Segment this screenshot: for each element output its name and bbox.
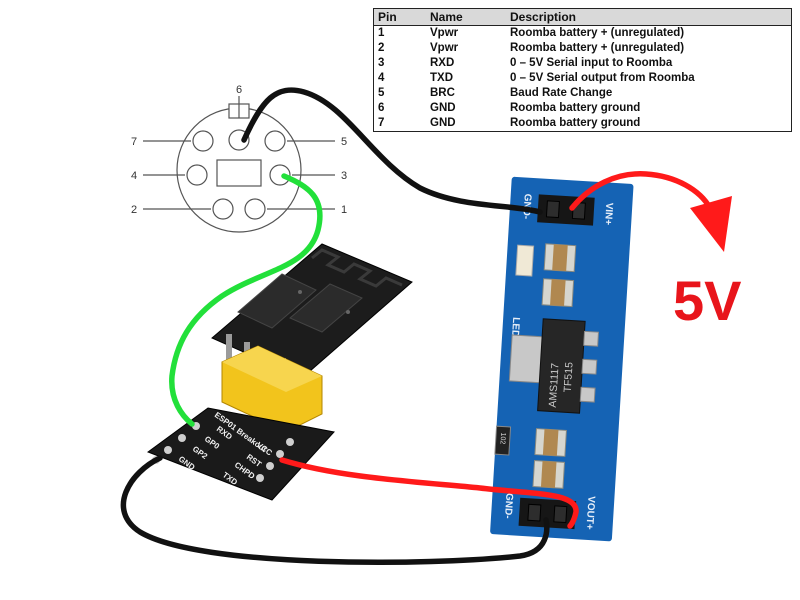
- cell-name: Vpwr: [430, 27, 459, 39]
- wires: [120, 87, 713, 566]
- pin-label-5: 5: [341, 136, 347, 148]
- arrow-head-icon: [690, 196, 732, 252]
- vout-plus-label: VOUT+: [583, 496, 596, 530]
- wire-black-gnd-bottom: [120, 455, 550, 566]
- esp01-antenna-trace: [311, 248, 403, 288]
- breakout-pad: [164, 446, 172, 454]
- connector-pin-2: [212, 198, 234, 220]
- yellow-header-top: [222, 346, 322, 392]
- cell-name: RXD: [430, 57, 455, 69]
- vout-header-pin-vout: [553, 505, 568, 524]
- table-row: 2 Vpwr Roomba battery + (unregulated): [374, 41, 792, 56]
- connector-pin-1: [244, 198, 266, 220]
- header-pin: Pin: [378, 10, 397, 24]
- cell-pin: 2: [378, 42, 385, 54]
- breakout-pad: [178, 434, 186, 442]
- cell-description: Roomba battery ground: [510, 117, 641, 129]
- pin-label-2: 2: [131, 204, 137, 216]
- table-row: 4 TXD 0 – 5V Serial output from Roomba: [374, 71, 792, 86]
- table-row: 1 Vpwr Roomba battery + (unregulated): [374, 26, 792, 42]
- table-row: 3 RXD 0 – 5V Serial input to Roomba: [374, 56, 792, 71]
- esp01-component-2: [346, 310, 350, 314]
- breakout-pad: [256, 474, 264, 482]
- cell-name: GND: [430, 117, 456, 129]
- vin-header-housing: [537, 194, 595, 226]
- vout-gnd-label: GND-: [502, 493, 515, 519]
- regulator-lead-3: [579, 386, 596, 403]
- pin-description-table: Pin Name Description 1 Vpwr Roomba batte…: [373, 8, 792, 132]
- cell-description: Roomba battery ground: [510, 102, 641, 114]
- table-row: 5 BRC Baud Rate Change: [374, 86, 792, 101]
- regulator-board: GND- VIN+ LED AMS1117 TF515 102: [490, 176, 634, 542]
- table-row: 6 GND Roomba battery ground: [374, 101, 792, 116]
- led-label: LED: [509, 317, 521, 338]
- breakout-pad: [276, 450, 284, 458]
- connector-pin-5: [264, 130, 286, 152]
- output-voltage-label: 5V: [673, 269, 742, 332]
- vin-plus-label: VIN+: [602, 202, 614, 225]
- connector-pin-labels: 6 7 5 4 3 2 1: [131, 84, 347, 216]
- table-header-row: Pin Name Description: [373, 8, 792, 26]
- connector-pin-7: [192, 130, 214, 152]
- breakout-pad: [286, 438, 294, 446]
- regulator-tab: [508, 334, 545, 384]
- vin-gnd-label: GND-: [520, 193, 533, 219]
- esp01-component-1: [298, 290, 302, 294]
- cell-pin: 1: [378, 27, 385, 39]
- cell-description: 0 – 5V Serial input to Roomba: [510, 57, 673, 69]
- cell-description: Baud Rate Change: [510, 87, 613, 99]
- wire-red-vin: [569, 171, 713, 211]
- connector-pin-4: [186, 164, 208, 186]
- cell-pin: 4: [378, 72, 385, 84]
- vout-header-pin-gnd: [527, 503, 542, 522]
- pin-label-4: 4: [131, 170, 137, 182]
- esp01-flash-chip: [237, 273, 317, 329]
- connector-pin-3: [269, 164, 291, 186]
- cell-name: TXD: [430, 72, 453, 84]
- connector-center-slot: [216, 159, 262, 187]
- vin-header-pin-gnd: [545, 200, 560, 219]
- cell-pin: 6: [378, 102, 385, 114]
- resistor-r1: [494, 425, 512, 456]
- cell-description: Roomba battery + (unregulated): [510, 27, 685, 39]
- pin-label-7: 7: [131, 136, 137, 148]
- capacitor-c2-band: [550, 279, 566, 307]
- cell-description: 0 – 5V Serial output from Roomba: [510, 72, 695, 84]
- pin-label-3: 3: [341, 170, 347, 182]
- cell-pin: 3: [378, 57, 385, 69]
- capacitor-c1-band: [552, 244, 568, 272]
- resistor-marking: 102: [498, 432, 506, 444]
- cell-pin: 7: [378, 117, 385, 129]
- esp01-main-chip: [289, 283, 363, 333]
- cell-name: BRC: [430, 87, 455, 99]
- capacitor-c4-band: [540, 461, 557, 488]
- cell-description: Roomba battery + (unregulated): [510, 42, 685, 54]
- cell-name: Vpwr: [430, 42, 459, 54]
- breakout-pad: [266, 462, 274, 470]
- header-description: Description: [510, 10, 577, 24]
- header-name: Name: [430, 10, 463, 24]
- esp01-pin: [226, 334, 232, 364]
- pin-label-6: 6: [236, 84, 242, 96]
- cell-name: GND: [430, 102, 456, 114]
- connector-pin-6: [228, 129, 250, 151]
- esp01-module: [211, 243, 413, 433]
- regulator-chip: [537, 318, 586, 414]
- status-led: [515, 244, 535, 277]
- capacitor-c3-band: [542, 429, 559, 456]
- chip-marking-1: AMS1117: [547, 363, 562, 408]
- regulator-lead-2: [581, 358, 598, 375]
- wire-green-rx: [169, 173, 323, 427]
- regulator-lead-1: [583, 330, 600, 347]
- table-row: 7 GND Roomba battery ground: [374, 116, 792, 132]
- wire-black-gnd-top: [241, 87, 543, 215]
- cell-pin: 5: [378, 87, 385, 99]
- chip-marking-2: TF515: [562, 362, 576, 393]
- mini-din-connector: [143, 96, 335, 233]
- connector-outline: [176, 107, 302, 233]
- pin-label-1: 1: [341, 204, 347, 216]
- wire-red-vcc: [279, 457, 579, 529]
